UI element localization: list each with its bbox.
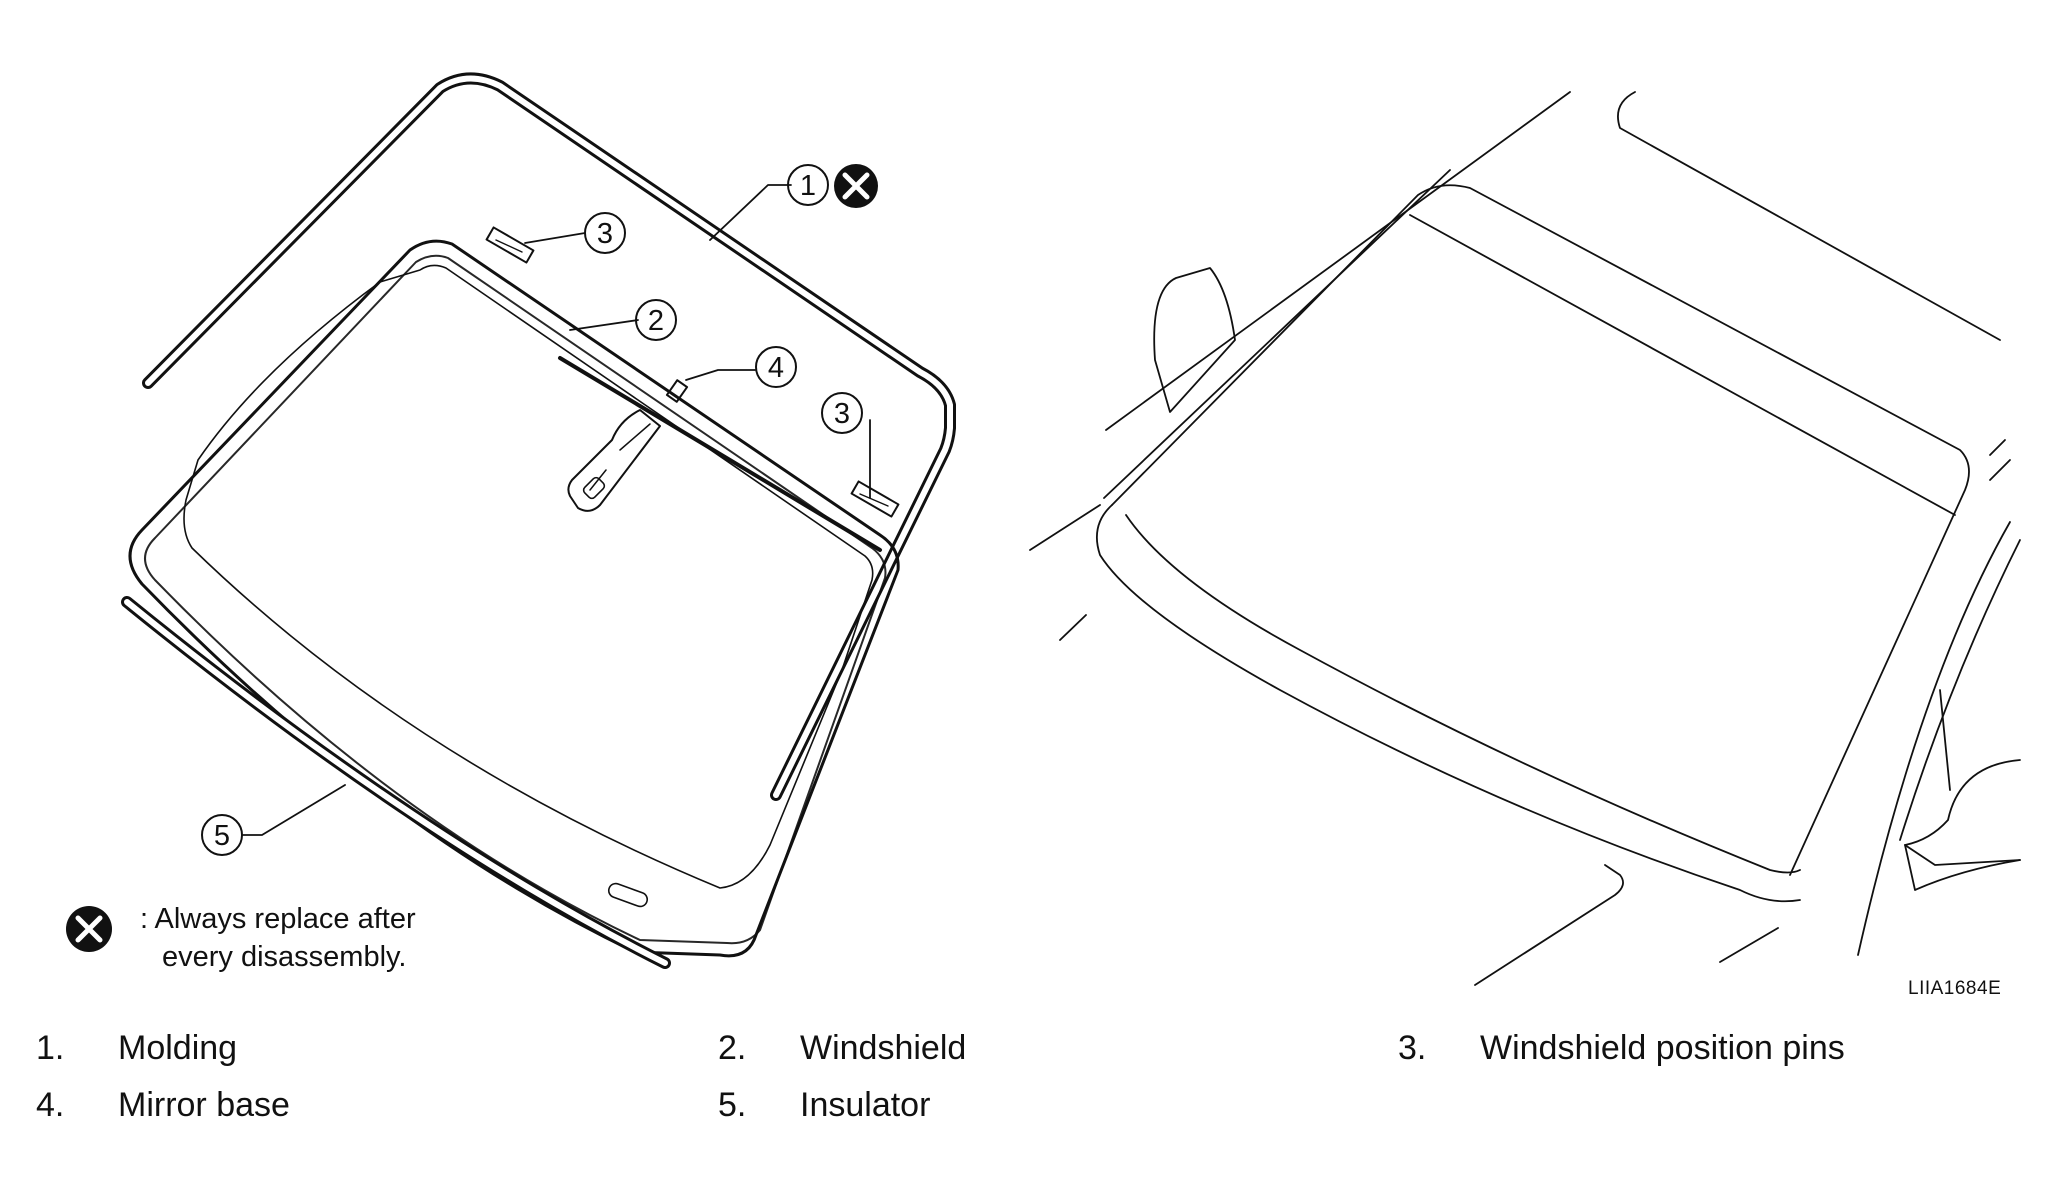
callout-3-label: 3 bbox=[597, 218, 613, 250]
callout-5-label: 5 bbox=[214, 820, 230, 852]
windshield-exploded-diagram: 1 2 3 3 4 5 bbox=[121, 72, 2021, 986]
callout-4-label: 4 bbox=[768, 352, 784, 384]
legend-label: Windshield position pins bbox=[1480, 1029, 1845, 1067]
legend-label: Molding bbox=[118, 1029, 238, 1067]
position-pin-left bbox=[485, 226, 535, 264]
replace-note-line2: every disassembly. bbox=[162, 941, 407, 973]
callout-3-circle bbox=[584, 212, 626, 254]
legend-number: 1. bbox=[36, 1029, 65, 1067]
replace-note: : Always replace after every disassembly… bbox=[140, 900, 416, 976]
callout-2-circle bbox=[635, 299, 677, 341]
legend-label: Windshield bbox=[800, 1029, 967, 1067]
insulator-part bbox=[121, 596, 671, 969]
vehicle-view bbox=[1029, 91, 2021, 986]
reference-code: LIIA1684E bbox=[1908, 978, 2002, 999]
replace-note-line1: : Always replace after bbox=[140, 903, 416, 935]
callout-5-circle bbox=[201, 814, 243, 856]
position-pin-right bbox=[850, 480, 900, 518]
callout-1-label: 1 bbox=[800, 170, 816, 202]
callout-3b-circle bbox=[821, 392, 863, 434]
legend-number: 5. bbox=[718, 1086, 747, 1124]
legend-label: Mirror base bbox=[118, 1086, 290, 1124]
note-x-circle-icon bbox=[66, 906, 112, 952]
callout-2-label: 2 bbox=[648, 305, 664, 337]
callout-4-circle bbox=[755, 346, 797, 388]
x-circle-icon bbox=[834, 164, 878, 208]
leader-lines bbox=[241, 184, 871, 836]
molding-part bbox=[142, 72, 956, 801]
legend-label: Insulator bbox=[800, 1086, 931, 1124]
legend-number: 2. bbox=[718, 1029, 747, 1067]
mirror-base-part bbox=[665, 379, 689, 403]
callout-3b-label: 3 bbox=[834, 398, 850, 430]
legend-number: 3. bbox=[1398, 1029, 1427, 1067]
callout-1-circle bbox=[787, 164, 829, 206]
legend-number: 4. bbox=[36, 1086, 65, 1124]
